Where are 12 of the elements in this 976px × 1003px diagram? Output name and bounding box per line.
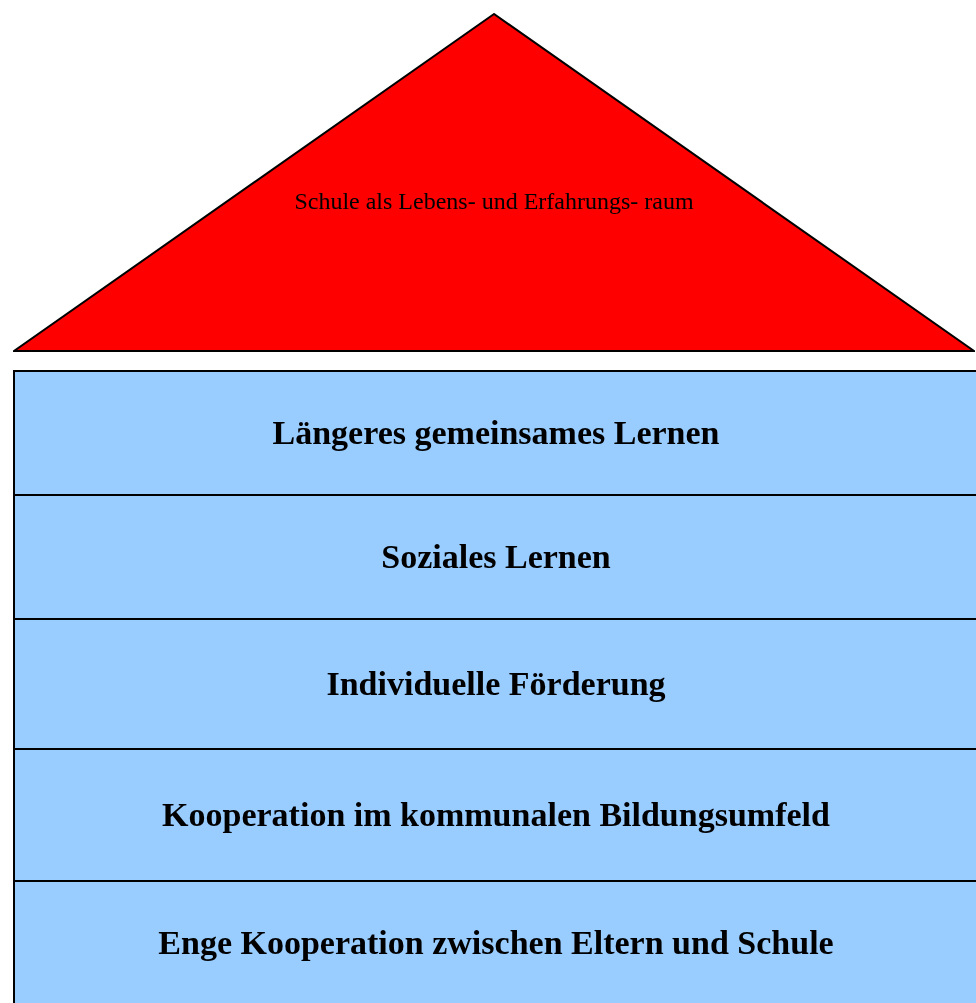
band-label: Längeres gemeinsames Lernen xyxy=(272,414,720,452)
band-label: Enge Kooperation zwischen Eltern und Schule xyxy=(158,924,834,962)
band-label: Individuelle Förderung xyxy=(326,665,666,703)
layer-band xyxy=(13,370,976,496)
roof-triangle xyxy=(13,13,975,352)
band-label: Soziales Lernen xyxy=(381,538,611,576)
layer-band xyxy=(13,748,976,882)
band-label: Kooperation im kommunalen Bildungsumfeld xyxy=(162,796,830,834)
layer-band xyxy=(13,618,976,750)
layer-band xyxy=(13,494,976,620)
layer-band xyxy=(13,880,976,1003)
roof-label: Schule als Lebens- und Erfahrungs- raum xyxy=(293,187,695,216)
